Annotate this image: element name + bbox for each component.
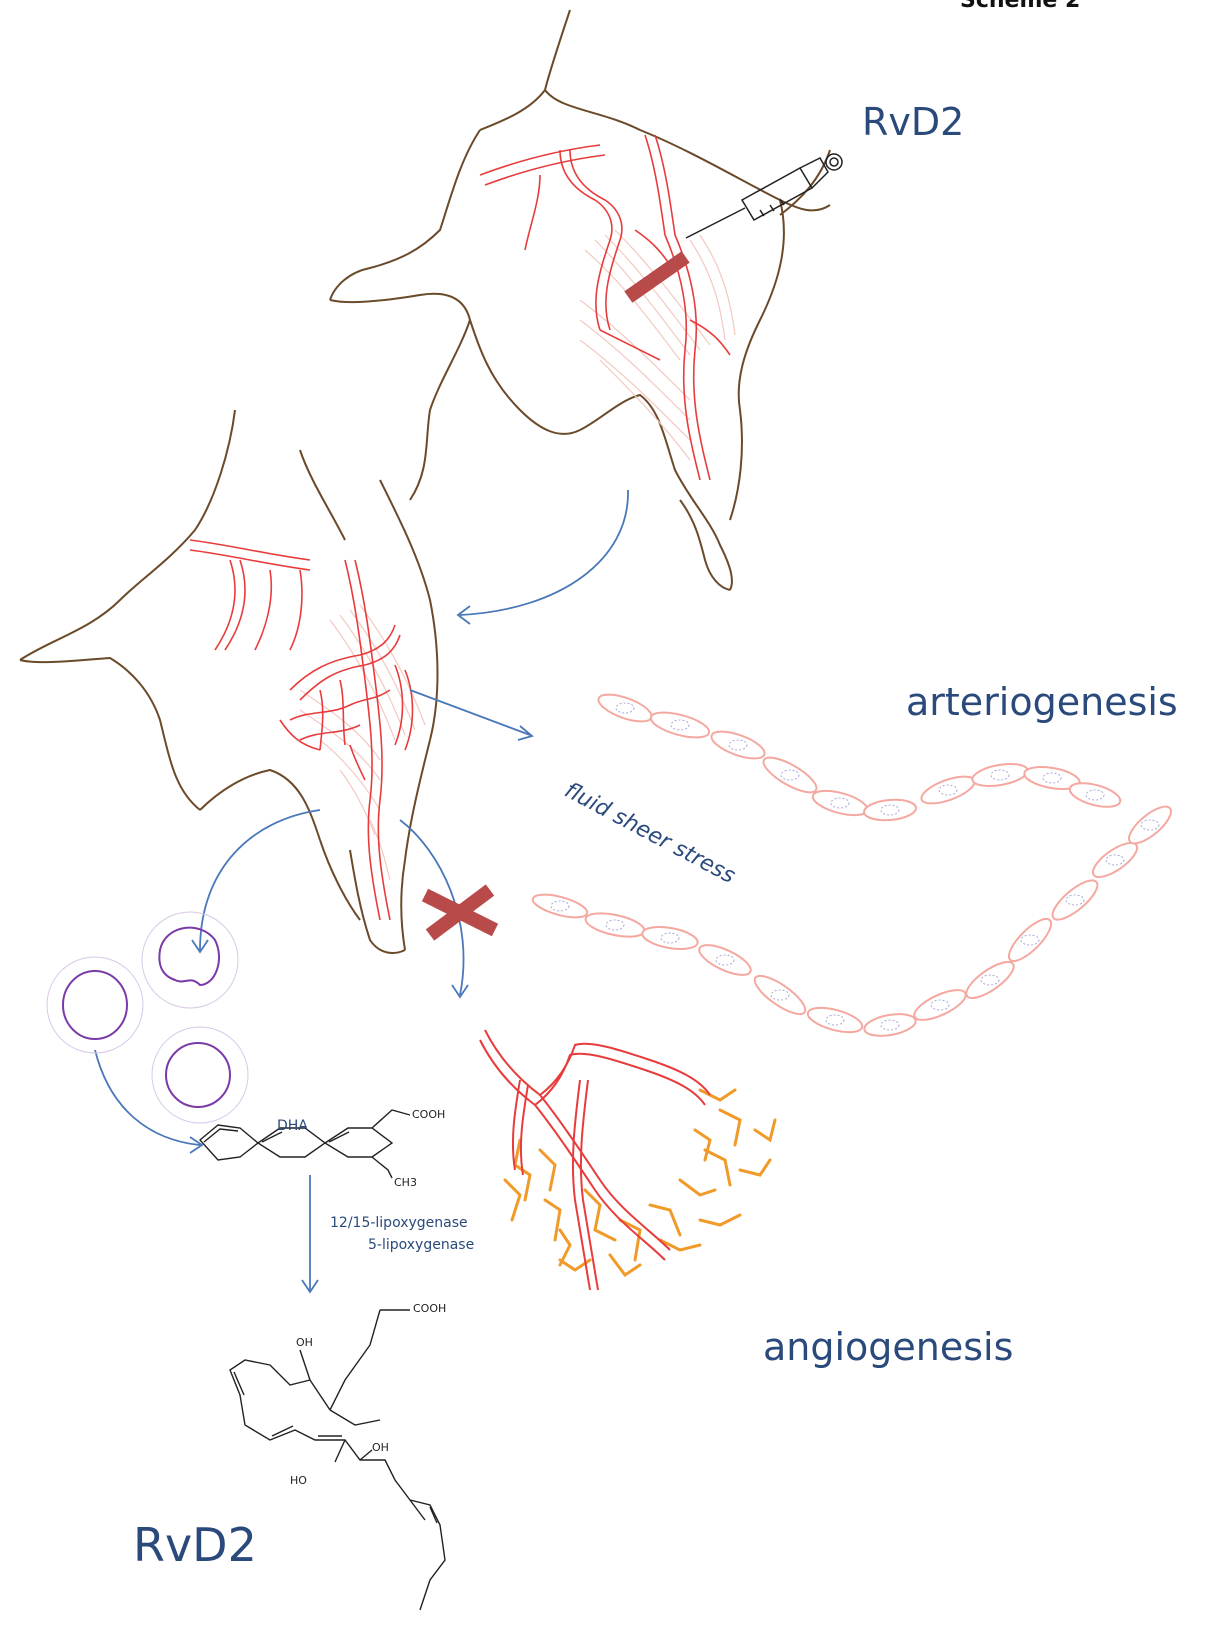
flow-arrows bbox=[95, 490, 628, 1292]
arteriogenesis-nuclei bbox=[551, 703, 1159, 1030]
rvd2-product-label: RvD2 bbox=[133, 1518, 257, 1572]
rvd2-oh-label-1: OH bbox=[296, 1336, 313, 1349]
angiogenesis-vessels bbox=[480, 1030, 710, 1290]
angiogenesis-label: angiogenesis bbox=[763, 1325, 1013, 1369]
dha-label: DHA bbox=[277, 1118, 308, 1134]
arrow-top-to-middle bbox=[460, 490, 628, 615]
arrow-shear-stress bbox=[410, 690, 530, 735]
enzyme-label-5-lox: 5-lipoxygenase bbox=[368, 1237, 474, 1253]
muscle-fibers-top bbox=[580, 230, 735, 460]
dha-ch3-label: CH3 bbox=[394, 1176, 417, 1189]
enzyme-label-12-15-lox: 12/15-lipoxygenase bbox=[330, 1215, 468, 1231]
scheme-label: Scheme 2 bbox=[960, 0, 1080, 13]
vessels-top bbox=[480, 135, 730, 480]
dha-cooh-label: COOH bbox=[412, 1108, 445, 1121]
leukocyte-cells bbox=[47, 912, 248, 1123]
arteriogenesis-label: arteriogenesis bbox=[906, 680, 1178, 724]
rvd2-injection-label: RvD2 bbox=[862, 100, 964, 144]
block-x-icon bbox=[425, 890, 495, 935]
arrow-to-cells bbox=[200, 810, 320, 950]
rvd2-ho-label: HO bbox=[290, 1474, 307, 1487]
arrow-cells-to-dha bbox=[95, 1050, 200, 1145]
rvd2-cooh-label: COOH bbox=[413, 1302, 446, 1315]
rvd2-structure bbox=[230, 1310, 445, 1610]
vessels-middle bbox=[190, 540, 413, 920]
arteriogenesis-cells bbox=[531, 689, 1177, 1039]
syringe-icon bbox=[686, 154, 842, 238]
rvd2-oh-label-2: OH bbox=[372, 1441, 389, 1454]
